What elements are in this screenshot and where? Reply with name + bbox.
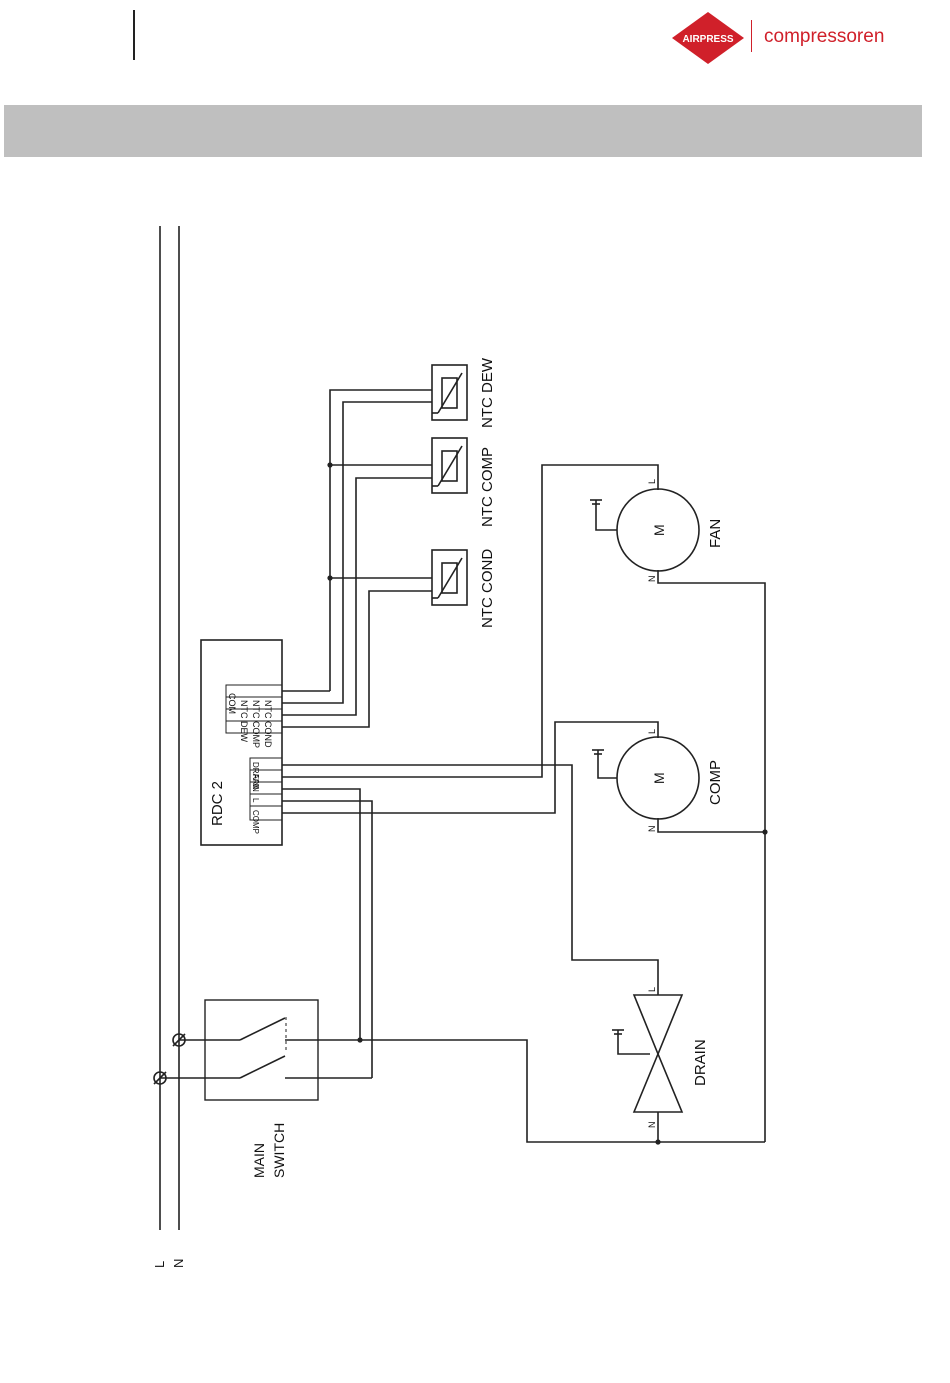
fan-motor bbox=[590, 489, 699, 571]
ntc-comp-label: NTC COMP bbox=[479, 447, 496, 527]
ntc-comp-sensor bbox=[432, 438, 467, 493]
terminal-ntc-comp: NTC COMP bbox=[251, 700, 261, 748]
terminal-l: L bbox=[251, 798, 260, 803]
fan-pin-l: L bbox=[647, 479, 657, 484]
drain-label: DRAIN bbox=[692, 1039, 709, 1086]
terminal-ntc-cond: NTC COND bbox=[263, 700, 273, 748]
fan-pin-n: N bbox=[647, 576, 657, 583]
comp-pin-l: L bbox=[647, 729, 657, 734]
drain-pin-n: N bbox=[647, 1122, 657, 1129]
terminal-n: N bbox=[251, 786, 260, 792]
main-switch-label-line2: SWITCH bbox=[271, 1123, 287, 1178]
rail-n-label: N bbox=[171, 1259, 186, 1268]
comp-pin-n: N bbox=[647, 826, 657, 833]
main-switch bbox=[154, 1000, 372, 1100]
rail-l-label: L bbox=[152, 1261, 167, 1268]
terminal-ntc-dew: NTC DEW bbox=[239, 700, 249, 742]
comp-label: COMP bbox=[707, 760, 724, 805]
terminal-comp: COMP bbox=[251, 810, 260, 834]
ntc-cond-label: NTC COND bbox=[479, 549, 496, 628]
fan-label: FAN bbox=[707, 519, 724, 548]
drain-pin-l: L bbox=[647, 987, 657, 992]
comp-motor-m: M bbox=[651, 772, 667, 784]
sensor-wiring bbox=[282, 390, 432, 727]
terminal-com: COM bbox=[227, 693, 237, 714]
ntc-cond-sensor bbox=[432, 550, 467, 605]
comp-motor bbox=[592, 737, 699, 819]
drain-valve bbox=[612, 995, 682, 1112]
ntc-dew-sensor bbox=[432, 365, 467, 420]
main-switch-label-line1: MAIN bbox=[251, 1143, 267, 1178]
fan-motor-m: M bbox=[651, 524, 667, 536]
controller-label: RDC 2 bbox=[209, 781, 226, 826]
ntc-dew-label: NTC DEW bbox=[479, 357, 496, 428]
